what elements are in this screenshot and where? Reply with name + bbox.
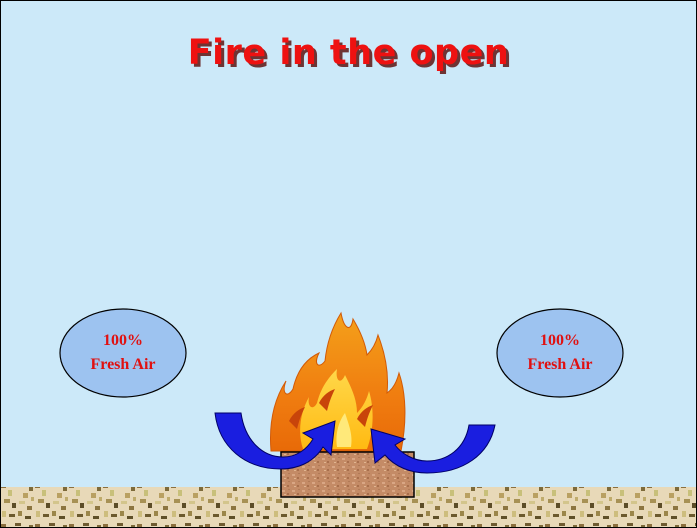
fresh-air-bubble-right	[497, 309, 623, 397]
fire-icon	[271, 313, 405, 451]
slide-title: Fire in the open	[1, 33, 696, 73]
fresh-air-bubble-left	[60, 309, 186, 397]
